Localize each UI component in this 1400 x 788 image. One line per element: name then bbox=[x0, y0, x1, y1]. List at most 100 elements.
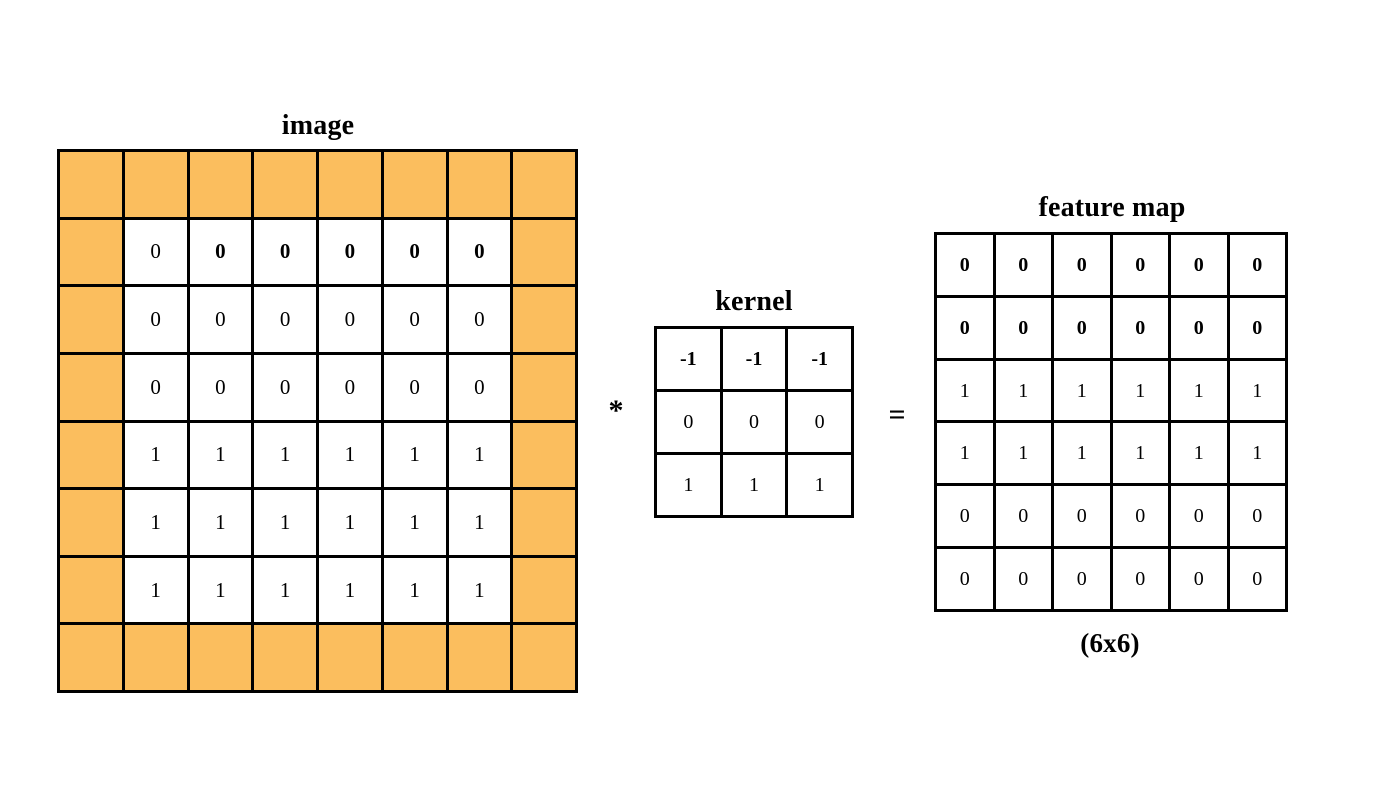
padding-cell bbox=[513, 490, 575, 555]
matrix-cell: 0 bbox=[1054, 297, 1110, 358]
matrix-cell: 0 bbox=[1054, 235, 1110, 295]
matrix-cell: 1 bbox=[1112, 360, 1168, 421]
matrix-cell: 0 bbox=[1229, 549, 1285, 609]
matrix-cell: 1 bbox=[254, 422, 316, 488]
padding-cell bbox=[60, 422, 122, 488]
matrix-cell: 0 bbox=[189, 354, 252, 420]
matrix-cell: 0 bbox=[995, 549, 1051, 609]
matrix-cell: 0 bbox=[1054, 549, 1110, 609]
matrix-cell: 1 bbox=[657, 455, 720, 515]
matrix-cell: 0 bbox=[1112, 486, 1168, 547]
matrix-cell: 1 bbox=[995, 360, 1051, 421]
padding-cell bbox=[60, 557, 122, 623]
kernel-title: kernel bbox=[715, 286, 793, 317]
matrix-cell: 1 bbox=[448, 422, 511, 488]
padding-cell bbox=[124, 625, 187, 690]
matrix-cell: 1 bbox=[995, 423, 1051, 484]
padding-cell bbox=[319, 625, 381, 690]
matrix-cell: 1 bbox=[319, 490, 381, 555]
matrix-cell: 1 bbox=[383, 557, 446, 623]
matrix-cell: 0 bbox=[937, 486, 993, 547]
padding-cell bbox=[513, 354, 575, 420]
matrix-cell: 0 bbox=[383, 354, 446, 420]
matrix-cell: 1 bbox=[189, 557, 252, 623]
padding-cell bbox=[513, 625, 575, 690]
padding-cell bbox=[189, 152, 252, 217]
matrix-cell: 1 bbox=[254, 490, 316, 555]
matrix-cell: 1 bbox=[124, 557, 187, 623]
matrix-cell: 1 bbox=[189, 490, 252, 555]
matrix-cell: 0 bbox=[254, 354, 316, 420]
matrix-cell: 1 bbox=[319, 422, 381, 488]
matrix-cell: 0 bbox=[657, 392, 720, 452]
matrix-cell: 0 bbox=[995, 235, 1051, 295]
matrix-cell: 0 bbox=[448, 354, 511, 420]
convolution-operator: * bbox=[608, 394, 624, 427]
matrix-cell: -1 bbox=[657, 329, 720, 389]
matrix-cell: 0 bbox=[254, 287, 316, 352]
matrix-cell: 0 bbox=[1112, 549, 1168, 609]
matrix-cell: 0 bbox=[937, 235, 993, 295]
padding-cell bbox=[124, 152, 187, 217]
matrix-cell: 0 bbox=[937, 297, 993, 358]
matrix-cell: 0 bbox=[995, 297, 1051, 358]
matrix-cell: 1 bbox=[448, 490, 511, 555]
padding-cell bbox=[448, 152, 511, 217]
matrix-cell: 0 bbox=[124, 219, 187, 285]
matrix-cell: 0 bbox=[1171, 297, 1227, 358]
matrix-cell: 0 bbox=[254, 219, 316, 285]
feature-map-title: feature map bbox=[1038, 192, 1186, 223]
padding-cell bbox=[383, 625, 446, 690]
padding-cell bbox=[448, 625, 511, 690]
matrix-cell: 0 bbox=[1112, 235, 1168, 295]
matrix-cell: 0 bbox=[1229, 235, 1285, 295]
padding-cell bbox=[60, 219, 122, 285]
matrix-cell: 0 bbox=[1054, 486, 1110, 547]
padding-cell bbox=[254, 152, 316, 217]
matrix-cell: 1 bbox=[1112, 423, 1168, 484]
matrix-cell: 0 bbox=[937, 549, 993, 609]
padding-cell bbox=[254, 625, 316, 690]
matrix-cell: -1 bbox=[788, 329, 851, 389]
padding-cell bbox=[319, 152, 381, 217]
matrix-cell: 1 bbox=[319, 557, 381, 623]
padding-cell bbox=[513, 152, 575, 217]
padding-cell bbox=[60, 287, 122, 352]
matrix-cell: 0 bbox=[189, 219, 252, 285]
matrix-cell: 0 bbox=[1229, 486, 1285, 547]
matrix-cell: 1 bbox=[124, 490, 187, 555]
matrix-cell: 1 bbox=[383, 422, 446, 488]
feature-map-dimensions-caption: (6x6) bbox=[1080, 628, 1140, 658]
matrix-cell: 0 bbox=[319, 287, 381, 352]
padding-cell bbox=[513, 287, 575, 352]
padding-cell bbox=[60, 625, 122, 690]
matrix-cell: 0 bbox=[124, 354, 187, 420]
padding-cell bbox=[383, 152, 446, 217]
matrix-cell: 1 bbox=[937, 360, 993, 421]
matrix-cell: 0 bbox=[1171, 235, 1227, 295]
padding-cell bbox=[60, 152, 122, 217]
matrix-cell: 1 bbox=[1229, 360, 1285, 421]
matrix-cell: 1 bbox=[448, 557, 511, 623]
matrix-cell: 1 bbox=[1171, 360, 1227, 421]
matrix-cell: 0 bbox=[319, 354, 381, 420]
matrix-cell: 1 bbox=[722, 455, 786, 515]
matrix-cell: -1 bbox=[722, 329, 786, 389]
matrix-cell: 0 bbox=[1229, 297, 1285, 358]
matrix-cell: 0 bbox=[788, 392, 851, 452]
matrix-cell: 1 bbox=[124, 422, 187, 488]
matrix-cell: 1 bbox=[1171, 423, 1227, 484]
matrix-cell: 0 bbox=[1171, 549, 1227, 609]
matrix-cell: 0 bbox=[448, 219, 511, 285]
matrix-cell: 1 bbox=[1054, 423, 1110, 484]
matrix-cell: 1 bbox=[254, 557, 316, 623]
matrix-cell: 1 bbox=[383, 490, 446, 555]
matrix-cell: 1 bbox=[788, 455, 851, 515]
equals-operator: = bbox=[888, 398, 906, 431]
matrix-cell: 1 bbox=[1054, 360, 1110, 421]
matrix-cell: 0 bbox=[1171, 486, 1227, 547]
